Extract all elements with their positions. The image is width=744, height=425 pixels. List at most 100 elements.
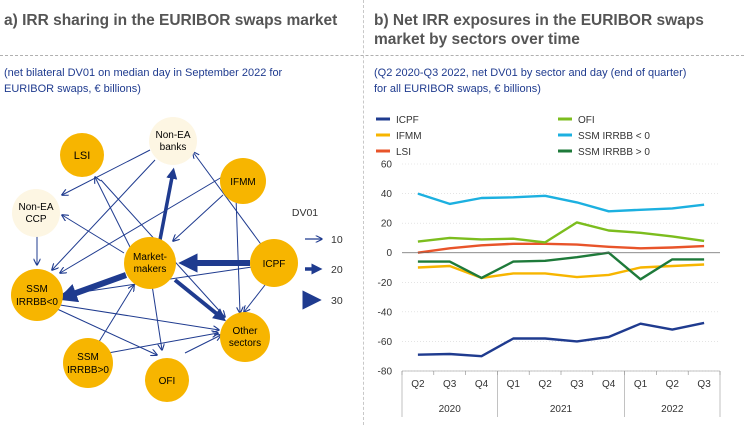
node-ssm-irrbb-lt0-label-2: IRRBB<0: [16, 297, 58, 308]
node-ssm-irrbb-gt0-label-2: IRRBB>0: [67, 365, 109, 376]
node-market-makers-label-2: makers: [134, 264, 167, 275]
legend-label-5: SSM IRRBB > 0: [578, 147, 650, 158]
node-icpf-label: ICPF: [263, 259, 286, 270]
dv01-legend-title: DV01: [292, 207, 318, 219]
arrow-marketmakers-to-lsi: [95, 177, 132, 250]
arrow-marketmakers-to-nonea-ccp: [62, 215, 125, 254]
arrow-marketmakers-to-nonea-banks: [157, 167, 178, 246]
year-label-2022: 2022: [661, 404, 684, 415]
legend-label-2: LSI: [396, 147, 411, 158]
node-other-sectors-circle: [220, 312, 270, 362]
node-nonea-ccp-circle: [12, 189, 60, 237]
thick-arrows: [57, 167, 250, 322]
node-ssm-irrbb-lt0-circle: [11, 269, 63, 321]
arrow-ofi-to-other-sectors: [184, 335, 221, 354]
x-tick-label-7: Q1: [634, 379, 648, 390]
node-ifmm-circle: [220, 158, 266, 204]
node-icpf: ICPF: [250, 239, 298, 287]
node-nonea-ccp-label-2: CCP: [25, 214, 46, 225]
y-tick-label-4: -20: [378, 278, 393, 289]
node-icpf-circle: [250, 239, 298, 287]
node-market-makers-label-1: Market-: [133, 252, 167, 263]
x-tick-label-5: Q3: [570, 379, 584, 390]
header-divider: [0, 55, 744, 56]
left-subtitle-line2: EURIBOR swaps, € billions): [4, 83, 141, 95]
node-ssm-irrbb-lt0: SSM IRRBB<0: [11, 269, 63, 321]
node-ofi-circle: [145, 358, 189, 402]
node-lsi: LSI: [60, 133, 104, 177]
y-tick-label-3: 0: [386, 248, 392, 259]
node-ofi: OFI: [145, 358, 189, 402]
node-ofi-label: OFI: [159, 376, 176, 387]
node-nonea-ccp: Non-EA CCP: [12, 189, 60, 237]
node-other-sectors: Other sectors: [220, 312, 270, 362]
left-panel-title: a) IRR sharing in the EURIBOR swaps mark…: [4, 12, 338, 29]
arrow-ifmm-to-other-sectors: [235, 196, 240, 313]
left-subtitle-line1: (net bilateral DV01 on median day in Sep…: [4, 67, 283, 79]
irr-network-diagram: LSI Non-EA banks IFMM Non-EA CCP Market-…: [11, 117, 343, 402]
series-line-3: [417, 221, 705, 244]
node-ssm-irrbb-gt0-label-1: SSM: [77, 352, 99, 363]
series-line-1: [417, 263, 705, 280]
y-tick-label-1: 40: [381, 189, 393, 200]
node-nonea-banks: Non-EA banks: [149, 117, 197, 165]
legend-label-0: ICPF: [396, 115, 419, 126]
y-tick-label-0: 60: [381, 160, 393, 171]
right-subtitle-line2: for all EURIBOR swaps, € billions): [374, 83, 541, 95]
year-label-2020: 2020: [439, 404, 462, 415]
dv01-legend-label-10: 10: [331, 234, 343, 246]
series-line-4: [417, 192, 705, 213]
node-lsi-label: LSI: [74, 150, 91, 162]
series-line-0: [417, 321, 705, 358]
node-market-makers-circle: [124, 237, 176, 289]
series-line-2: [417, 242, 705, 254]
x-tick-label-0: Q2: [411, 379, 425, 390]
right-panel-title: b) Net IRR exposures in the EURIBOR swap…: [374, 11, 704, 49]
node-ifmm-label: IFMM: [230, 177, 256, 188]
arrow-marketmakers-to-ofi: [151, 284, 162, 350]
series-line-5: [417, 251, 705, 281]
node-other-sectors-label-1: Other: [232, 326, 258, 337]
x-tick-label-6: Q4: [602, 379, 616, 390]
y-tick-label-6: -60: [378, 337, 393, 348]
arrow-ifmm-to-ssm-lt0: [60, 176, 223, 273]
legend-label-4: SSM IRRBB < 0: [578, 131, 650, 142]
legend-label-1: IFMM: [396, 131, 422, 142]
panel-divider: [363, 0, 364, 425]
node-other-sectors-label-2: sectors: [229, 338, 261, 349]
node-nonea-banks-label-1: Non-EA: [155, 130, 190, 141]
arrow-nonea-banks-to-nonea-ccp: [62, 149, 151, 195]
left-panel-subtitle: (net bilateral DV01 on median day in Sep…: [4, 65, 282, 97]
arrow-marketmakers-to-ssm-lt0: [57, 272, 128, 303]
y-tick-label-5: -40: [378, 307, 393, 318]
node-ssm-irrbb-gt0: SSM IRRBB>0: [63, 338, 113, 388]
right-panel-subtitle: (Q2 2020-Q3 2022, net DV01 by sector and…: [374, 65, 686, 97]
arrow-ssm-gt0-to-marketmakers: [96, 285, 134, 346]
arrow-icpf-to-nonea-banks: [193, 152, 264, 248]
node-nonea-ccp-label-1: Non-EA: [18, 202, 53, 213]
dv01-legend-label-20: 20: [331, 264, 343, 276]
x-tick-label-8: Q2: [666, 379, 680, 390]
node-lsi-circle: [60, 133, 104, 177]
year-label-2021: 2021: [550, 404, 573, 415]
arrow-ssm-gt0-to-other-sectors: [107, 333, 218, 354]
x-tick-label-9: Q3: [697, 379, 711, 390]
node-nonea-banks-circle: [149, 117, 197, 165]
right-subtitle-line1: (Q2 2020-Q3 2022, net DV01 by sector and…: [374, 67, 687, 79]
x-tick-label-4: Q2: [538, 379, 552, 390]
dv01-legend: DV01 10 20 30: [292, 207, 343, 310]
arrow-nonea-banks-to-ssm-lt0: [52, 159, 156, 270]
node-ssm-irrbb-lt0-label-1: SSM: [26, 284, 48, 295]
node-nonea-banks-label-2: banks: [160, 142, 187, 153]
dv01-legend-label-30: 30: [331, 295, 343, 307]
arrow-ssm-lt0-to-other-sectors: [59, 304, 219, 330]
arrow-ssm-lt0-to-ofi: [54, 307, 157, 355]
arrow-icpf-to-other-sectors: [244, 284, 266, 312]
x-tick-label-1: Q3: [443, 379, 457, 390]
chart-series: [417, 192, 705, 358]
x-tick-label-2: Q4: [475, 379, 489, 390]
arrow-ifmm-to-marketmakers: [173, 194, 224, 241]
